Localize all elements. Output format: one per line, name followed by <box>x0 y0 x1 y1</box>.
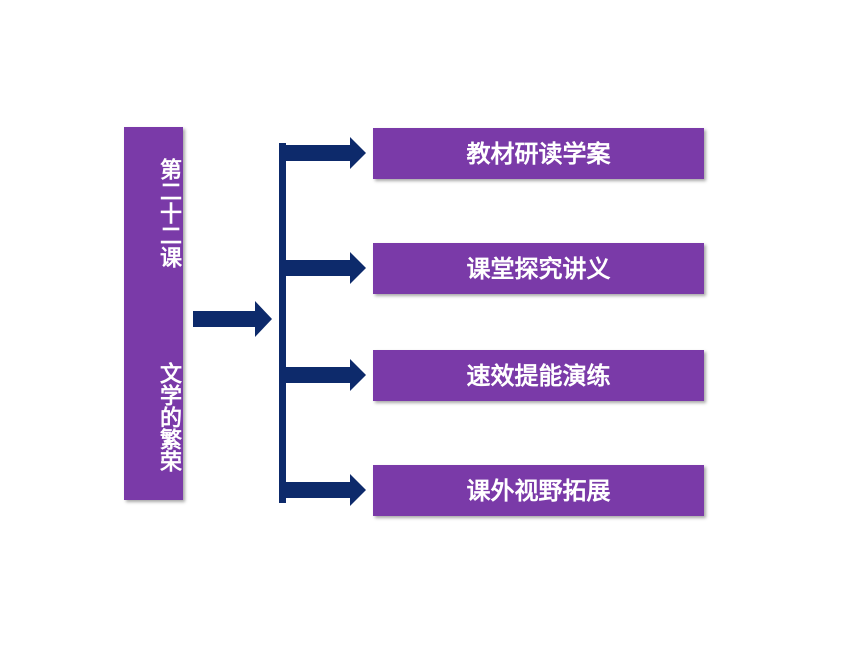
lesson-title: 文学的繁荣 <box>156 362 181 472</box>
branch-arrow-icon-2 <box>286 252 366 284</box>
branch-arrow-icon-3 <box>286 359 366 391</box>
menu-button-study-guide[interactable]: 教材研读学案 <box>373 128 704 179</box>
menu-button-practice[interactable]: 速效提能演练 <box>373 350 704 401</box>
lesson-number: 第二十二课 <box>156 157 181 268</box>
branch-arrow-icon-4 <box>286 474 366 506</box>
lesson-title-panel: 第二十二课 文学的繁荣 <box>124 127 183 500</box>
bracket-bar <box>279 143 286 503</box>
main-arrow-icon <box>193 301 272 337</box>
menu-button-extension[interactable]: 课外视野拓展 <box>373 465 704 516</box>
menu-button-classroom-lecture[interactable]: 课堂探究讲义 <box>373 243 704 294</box>
branch-arrow-icon-1 <box>286 137 366 169</box>
